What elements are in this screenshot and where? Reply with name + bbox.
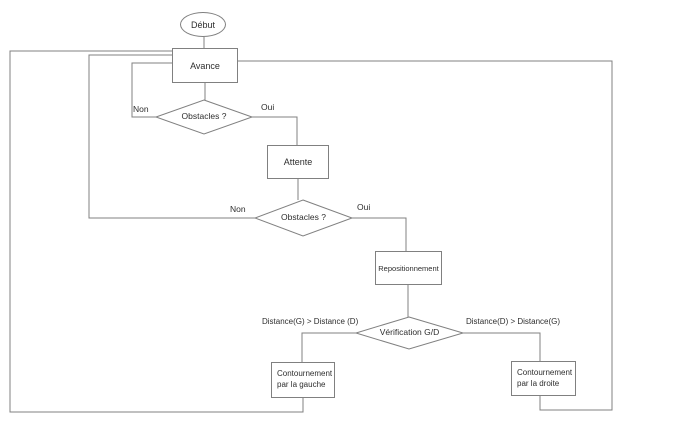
attente-node: Attente — [267, 145, 329, 179]
edge-verification-gauche — [301, 332, 356, 362]
edge-label-distance-gauche: Distance(G) > Distance (D) — [262, 317, 359, 326]
edge-label-non1: Non — [133, 104, 149, 114]
decision-obstacles2-shape — [253, 199, 354, 237]
contournement-gauche-line1: Contournement — [277, 369, 333, 379]
start-node: Début — [180, 12, 226, 37]
edge-label-non2: Non — [230, 204, 246, 214]
edge-obstacles2-non-loop — [88, 54, 255, 219]
edge-obstacles1-oui-attente — [252, 116, 298, 145]
decision-obstacles1-shape — [154, 99, 254, 135]
edge-obstacles1-non-loop — [131, 62, 172, 118]
edge-label-oui2: Oui — [357, 202, 371, 212]
contournement-droite-node: Contournement par la droite — [511, 361, 576, 396]
edge-label-oui1: Oui — [261, 102, 275, 112]
contournement-gauche-node: Contournement par la gauche — [271, 362, 335, 398]
edge-gauche-loop-avance — [9, 50, 304, 413]
edge-label-distance-droite: Distance(D) > Distance(G) — [466, 317, 561, 326]
contournement-droite-line2: par la droite — [517, 378, 560, 388]
repositionnement-node: Repositionnement — [375, 251, 442, 285]
avance-node: Avance — [172, 48, 238, 83]
contournement-droite-line1: Contournement — [517, 367, 573, 377]
decision-verification-shape — [354, 316, 465, 350]
contournement-gauche-line2: par la gauche — [277, 380, 326, 389]
edge-droite-loop-avance — [238, 60, 613, 411]
edge-verification-droite — [463, 332, 541, 361]
edge-obstacles2-oui-repositionnement — [352, 217, 407, 251]
